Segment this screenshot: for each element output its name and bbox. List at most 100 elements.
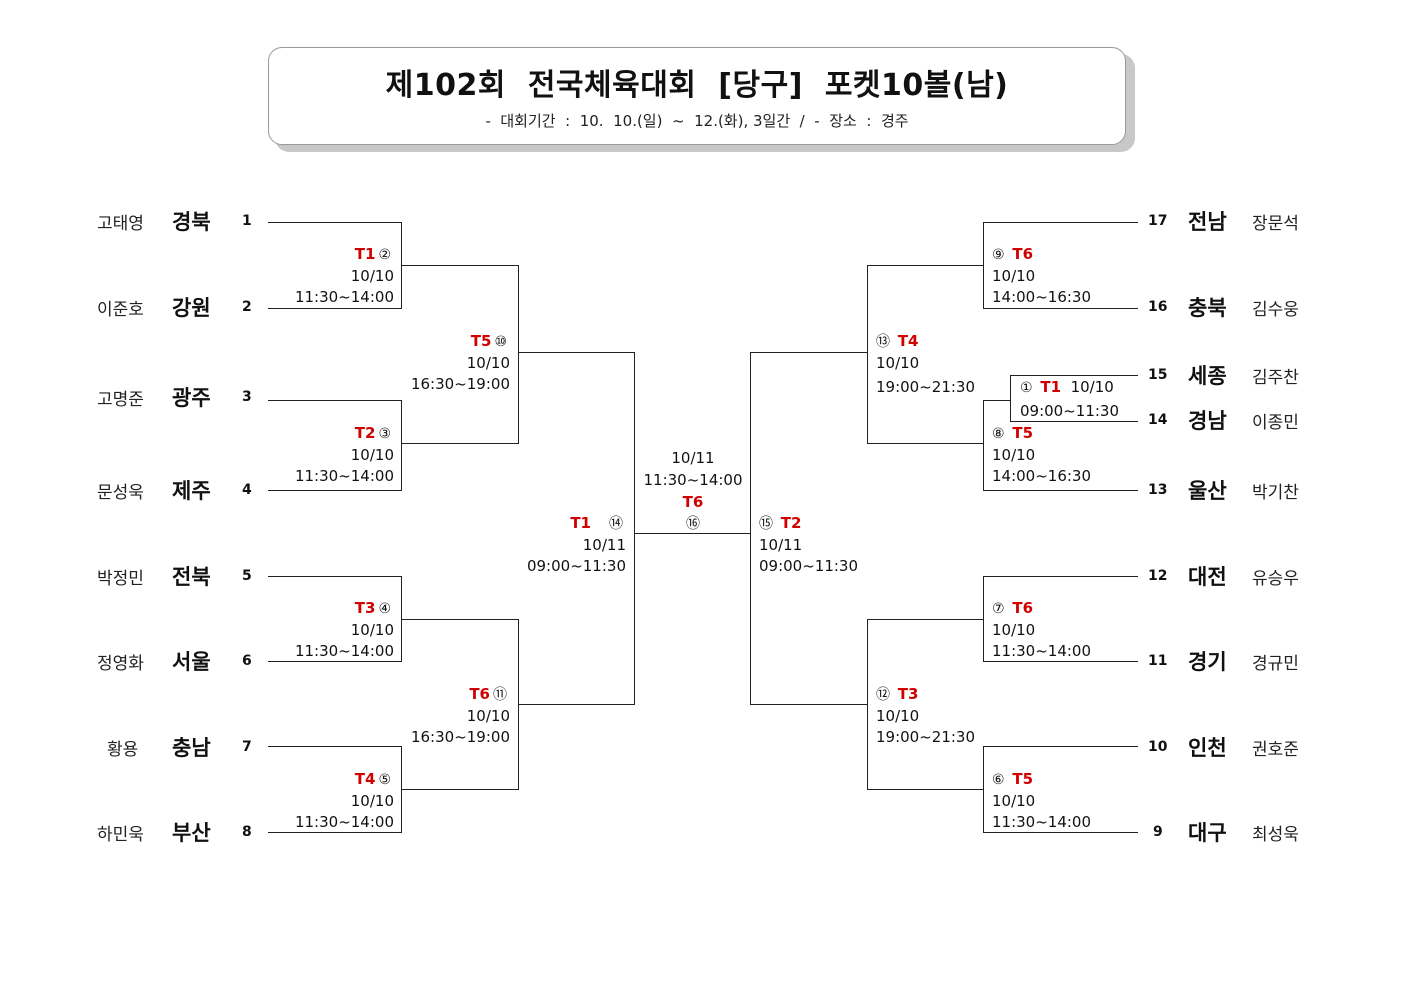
bracket-line [983,576,1138,577]
bracket-line [518,352,635,353]
table-label: T3 [897,685,919,703]
bracket-line [983,400,984,491]
seed-number: 6 [242,653,252,669]
table-label: T1 [354,245,376,263]
table-label: T4 [897,332,919,350]
player-name: 경규민 [1252,654,1299,674]
table-label: T1 [1040,378,1062,396]
seed-number: 8 [242,824,252,840]
match-label-8: ⑧ T5 10/10 14:00~16:30 [992,423,1091,487]
bracket-line [268,308,402,309]
bracket-line [750,352,751,705]
player-name: 최성욱 [1252,825,1299,845]
region-name: 부산 [172,821,211,845]
bracket-line [268,576,402,577]
seed-number: 12 [1148,568,1168,584]
player-name: 고명준 [97,390,144,410]
match-date: 10/10 [350,621,394,639]
match-number: ⑤ [378,772,391,788]
match-number: ⑭ [609,516,623,532]
region-name: 경북 [172,210,211,234]
seed-number: 13 [1148,482,1168,498]
region-name: 서울 [172,650,211,674]
match-time: 16:30~19:00 [410,375,510,393]
seed-number: 1 [242,213,252,229]
match-number: ② [378,247,391,263]
bracket-line [518,704,635,705]
table-label: T1 [570,514,591,532]
seed-number: 11 [1148,653,1168,669]
bracket-line [867,443,984,444]
bracket-line-final [634,533,751,534]
match-date: 10/10 [466,707,510,725]
table-label: T6 [1012,599,1034,617]
bracket-line [983,661,1138,662]
player-name: 문성욱 [97,483,144,503]
bracket-line [750,704,868,705]
table-label: T5 [1012,770,1034,788]
bracket-line [983,400,1011,401]
match-time: 19:00~21:30 [876,728,976,746]
match-number: ⑮ [759,516,773,532]
bracket-line [268,832,402,833]
player-name: 김주찬 [1252,368,1299,388]
match-time: 09:00~11:30 [1020,402,1120,420]
bracket-line [268,661,402,662]
match-number: ⑯ [686,516,700,532]
page-subtitle: - 대회기간 : 10. 10.(일) ~ 12.(화), 3일간 / - 장소… [485,112,909,130]
player-name: 김수웅 [1252,300,1299,320]
match-date: 10/10 [1070,378,1114,396]
seed-number: 4 [242,482,252,498]
player-name: 이준호 [97,300,144,320]
match-number: ① [1020,380,1033,396]
bracket-line [401,619,519,620]
seed-number: 3 [242,389,252,405]
match-time: 19:00~21:30 [876,378,976,396]
match-number: ⑨ [992,247,1005,263]
table-label: T4 [354,770,376,788]
player-name: 고태영 [97,214,144,234]
bracket-line [983,490,1138,491]
match-number: ⑥ [992,772,1005,788]
match-number: ⑦ [992,601,1005,617]
seed-number: 2 [242,299,252,315]
match-number: ⑫ [876,687,890,703]
match-date: 10/10 [350,267,394,285]
match-time: 11:30~14:00 [294,467,394,485]
match-date: 10/10 [992,446,1036,464]
player-name: 유승우 [1252,569,1299,589]
match-label-9: ⑨ T6 10/10 14:00~16:30 [992,244,1091,308]
bracket-line [401,443,519,444]
match-number: ③ [378,426,391,442]
table-label: T3 [354,599,376,617]
bracket-line [867,619,984,620]
bracket-line [268,490,402,491]
region-name: 울산 [1188,479,1227,503]
match-label-16: 10/11 11:30~14:00 T6 ⑯ [632,447,754,535]
player-name: 박정민 [97,569,144,589]
match-date: 10/10 [992,267,1036,285]
seed-number: 9 [1153,824,1163,840]
region-name: 광주 [172,386,211,410]
seed-number: 17 [1148,213,1168,229]
match-time: 11:30~14:00 [294,288,394,306]
bracket-line [1010,375,1138,376]
table-label: T6 [682,493,704,511]
match-number: ⑩ [494,334,507,350]
bracket-line [401,789,519,790]
match-label-13: ⑬ T4 10/10 19:00~21:30 [876,331,975,398]
match-label-1: ① T1 10/10 09:00~11:30 [1020,376,1119,423]
table-label: T6 [469,685,490,703]
bracket-line [983,308,1138,309]
match-time: 11:30~14:00 [643,471,743,489]
match-date: 10/11 [759,536,803,554]
seed-number: 16 [1148,299,1168,315]
bracket-line [1010,421,1138,422]
match-number: ⑬ [876,334,890,350]
